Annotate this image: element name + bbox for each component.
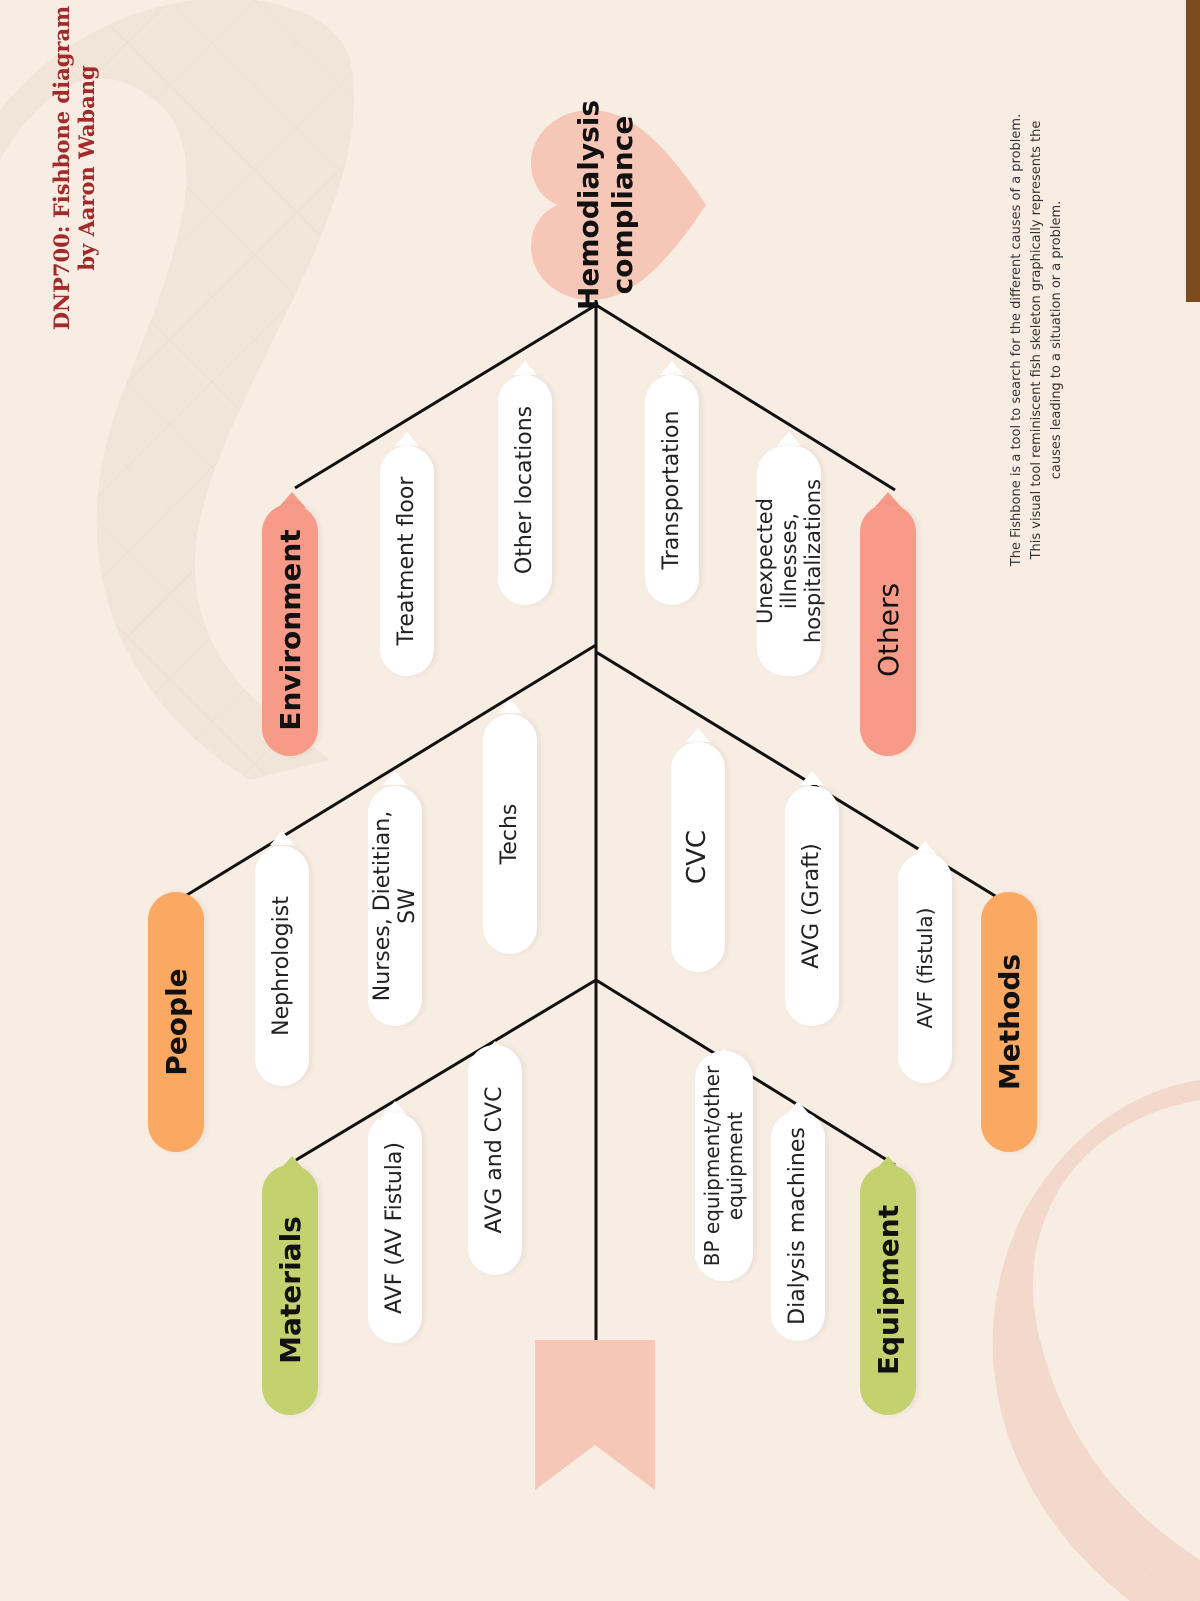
bone-materials [295,978,597,1162]
bone-environment [294,303,597,490]
cause-dialysis-machines: Dialysis machines [771,1111,825,1341]
tip-cause [913,841,937,855]
caption-text: The Fishbone is a tool to search for the… [1008,113,1065,567]
cause-cvc: CVC [671,742,725,972]
tip-cause [498,699,522,713]
cause-unexpected-illnesses: Unexpected illnesses, hospitalizations [753,446,825,676]
cause-other-locations: Other locations [498,375,552,605]
tip-cause [686,728,710,742]
category-others: Others [860,504,916,756]
category-materials: Materials [262,1165,318,1415]
tip-cause [513,361,537,375]
category-equipment: Equipment [860,1165,916,1415]
bone-others [595,303,896,492]
bone-people [181,643,597,900]
cause-treatment-floor: Treatment floor [380,446,434,676]
cause-avf-av-fistula: AVF (AV Fistula) [368,1113,422,1343]
cause-nephrologist: Nephrologist [255,846,309,1086]
cause-bp-equipment: BP equipment/other equipment [695,1051,753,1281]
problem-label: Hemodialysis compliance [566,100,646,310]
tip-cause [383,771,407,785]
fish-tail [535,1340,655,1490]
decor-arc-grid [992,1080,1200,1601]
category-environment: Environment [262,504,318,756]
tip-cause [270,831,294,845]
tip-cause [383,1101,407,1115]
fish-head [531,110,706,300]
cause-nurses-dietitian-sw: Nurses, Dietitian, SW [368,786,422,1026]
cause-transportation: Transportation [645,375,699,605]
category-people: People [148,892,204,1152]
accent-bar [1186,0,1200,302]
cause-techs: Techs [483,714,537,954]
problem-line-2: compliance [606,115,639,295]
tip-cause [800,771,824,785]
tip-cause [660,361,684,375]
cause-avg-and-cvc: AVG and CVC [468,1045,522,1275]
tip-cause [395,432,419,446]
cause-avg-graft: AVG (Graft) [785,786,839,1026]
tip-cause [777,432,801,446]
problem-line-1: Hemodialysis [572,99,606,311]
category-methods: Methods [981,892,1037,1152]
decor-swirl-grid [0,0,354,780]
cause-avf-fistula-method: AVF (fistula) [898,853,952,1083]
